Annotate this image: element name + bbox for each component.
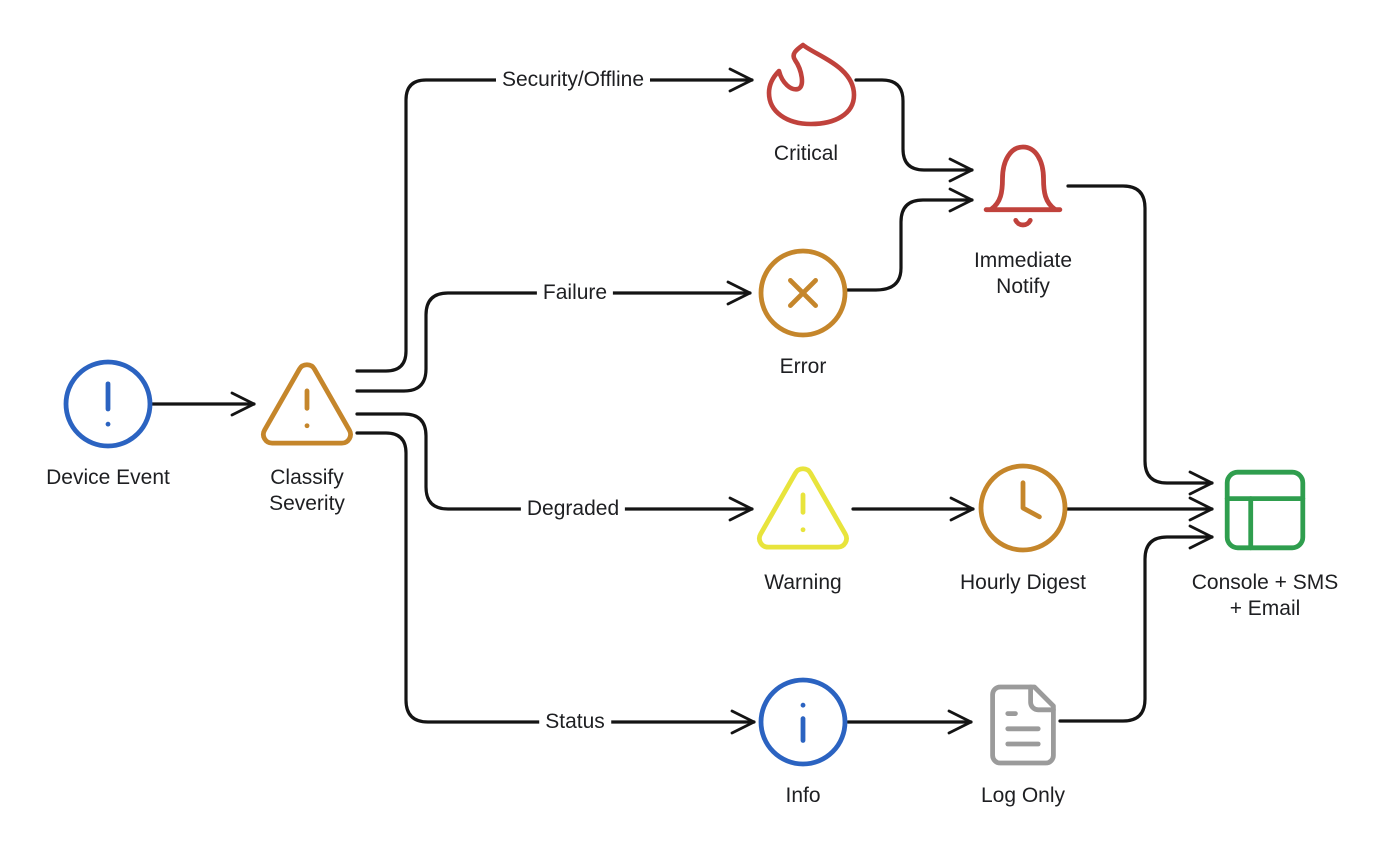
edge-error-to-immediate-notify — [844, 187, 974, 292]
edge-classify-to-warning — [355, 412, 754, 522]
node-error-label: Error — [779, 355, 827, 378]
node-console-sms-email-label: Console + SMS + Email — [1191, 571, 1339, 620]
alert-triangle-icon — [261, 362, 353, 446]
clock-icon — [978, 463, 1068, 553]
edge-label-status: Status — [539, 710, 611, 734]
node-critical-label: Critical — [773, 142, 839, 165]
edge-critical-to-immediate-notify — [854, 78, 974, 183]
edge-classify-to-error — [355, 280, 752, 393]
edge-classify-to-info — [355, 431, 756, 735]
node-immediate-notify-label: Immediate Notify — [973, 249, 1073, 298]
edge-label-security-offline: Security/Offline — [495, 68, 651, 92]
circle-x-icon — [758, 248, 848, 338]
edge-immediate-notify-to-console — [1066, 184, 1214, 496]
file-text-icon — [990, 684, 1056, 766]
node-warning-label: Warning — [764, 571, 842, 594]
node-log-only-label: Log Only — [980, 784, 1066, 807]
layout-icon — [1224, 469, 1306, 551]
edge-label-degraded: Degraded — [520, 497, 626, 521]
edge-log-only-to-console — [1058, 524, 1214, 723]
node-info-label: Info — [785, 784, 821, 807]
node-classify-severity-label: Classify Severity — [269, 466, 345, 515]
node-device-event-label: Device Event — [46, 466, 170, 489]
alert-triangle-icon — [757, 466, 849, 550]
edge-label-failure: Failure — [536, 281, 614, 305]
info-icon — [758, 677, 848, 767]
alert-circle-icon — [63, 359, 153, 449]
flame-icon — [766, 42, 857, 127]
edge-classify-to-critical — [355, 67, 754, 373]
node-hourly-digest-label: Hourly Digest — [959, 571, 1087, 594]
bell-icon — [983, 144, 1063, 228]
